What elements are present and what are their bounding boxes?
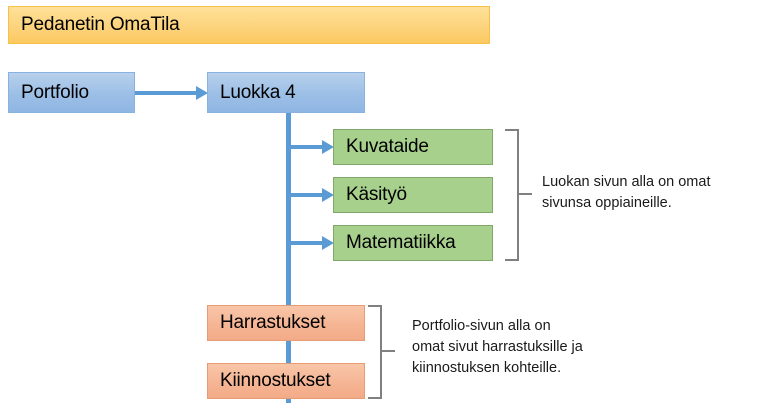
bracket-subjects-spine	[517, 129, 519, 261]
note-hobbies-line-1: Portfolio-sivun alla on	[412, 318, 551, 334]
bracket-subjects	[505, 129, 533, 261]
connector-vertical-trunk	[286, 112, 291, 403]
diagram-title-banner: Pedanetin OmaTila	[8, 6, 490, 44]
connector-branch-kasityo	[288, 193, 325, 197]
node-kasityo[interactable]: Käsityö	[333, 177, 493, 213]
note-hobbies-line-3: kiinnostuksen kohteille.	[412, 360, 562, 376]
node-matematiikka[interactable]: Matematiikka	[333, 225, 493, 261]
bracket-hobbies	[368, 305, 396, 399]
bracket-subjects-top-arm	[505, 129, 519, 131]
node-harrastukset[interactable]: Harrastukset	[207, 305, 365, 341]
arrow-head-matematiikka-icon	[322, 236, 334, 250]
node-kuvataide[interactable]: Kuvataide	[333, 129, 493, 165]
bracket-subjects-stem	[518, 193, 532, 195]
note-hobbies: Portfolio-sivun alla on omat sivut harra…	[412, 316, 637, 379]
note-subjects-line-1: Luokan sivun alla on omat	[542, 174, 711, 190]
note-subjects-line-2: sivunsa oppiaineille.	[542, 195, 672, 211]
note-hobbies-line-2: omat sivut harrastuksille ja	[412, 339, 583, 355]
bracket-hobbies-bottom-arm	[368, 397, 382, 399]
arrow-head-portfolio-to-luokka-icon	[196, 86, 208, 100]
node-portfolio[interactable]: Portfolio	[8, 72, 135, 113]
bracket-hobbies-spine	[380, 305, 382, 399]
connector-branch-kuvataide	[288, 145, 325, 149]
note-subjects: Luokan sivun alla on omat sivunsa oppiai…	[542, 172, 757, 214]
bracket-subjects-bottom-arm	[505, 259, 519, 261]
arrow-head-kuvataide-icon	[322, 140, 334, 154]
node-luokka-4[interactable]: Luokka 4	[207, 72, 365, 113]
bracket-hobbies-stem	[381, 350, 395, 352]
connector-branch-matematiikka	[288, 241, 325, 245]
bracket-hobbies-top-arm	[368, 305, 382, 307]
arrow-head-kasityo-icon	[322, 188, 334, 202]
connector-portfolio-to-luokka	[135, 91, 197, 95]
node-kiinnostukset[interactable]: Kiinnostukset	[207, 363, 365, 399]
